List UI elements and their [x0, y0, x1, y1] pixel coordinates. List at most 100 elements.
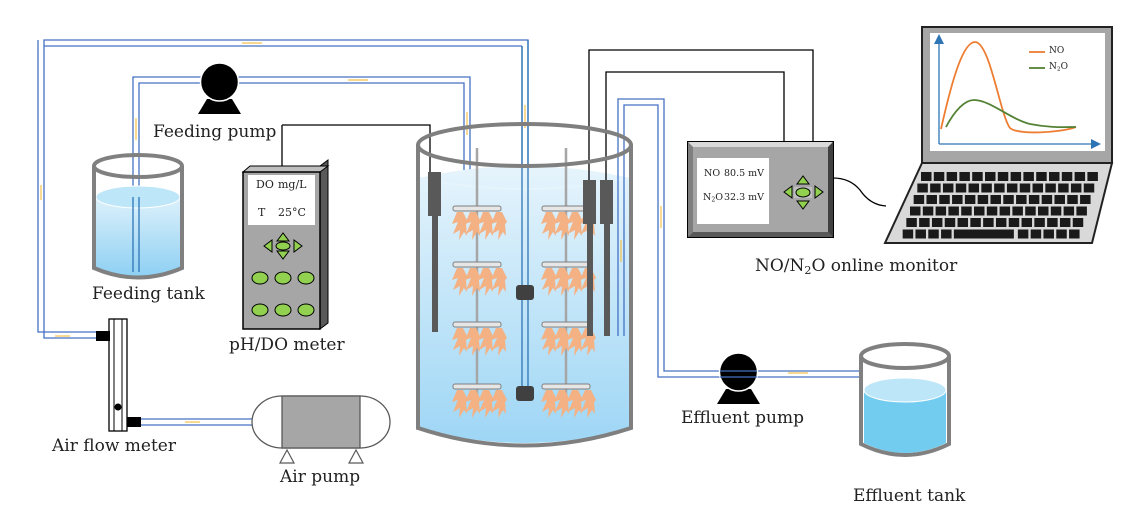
monitor-label: NO/N2O online monitor — [755, 256, 957, 276]
keyboard-key — [906, 218, 917, 227]
keyboard-key — [953, 229, 1014, 239]
keyboard-key — [935, 206, 947, 216]
biofilm-tuft — [478, 268, 494, 296]
legend-label-n2o: N2O — [1049, 62, 1068, 73]
keyboard-key — [1049, 172, 1060, 181]
keyboard-key — [974, 206, 985, 216]
biofilm-tuft — [567, 390, 583, 418]
effluent-tank-label: Effluent tank — [853, 486, 966, 506]
biofilm-tuft — [541, 390, 557, 418]
chart-line-no — [940, 41, 1077, 134]
carrier-plate — [452, 261, 502, 268]
keyboard-key — [1034, 218, 1045, 227]
air-pump-icon — [251, 395, 391, 464]
biofilm-tuft — [567, 212, 583, 240]
biofilm-tuft — [478, 328, 494, 356]
keyboard-key — [942, 183, 954, 193]
keyboard-key — [1059, 218, 1071, 227]
monitor-cables — [588, 49, 814, 180]
n2o-part: O — [715, 192, 724, 203]
keyboard-key — [1045, 183, 1056, 193]
keyboard-key — [968, 183, 980, 193]
keyboard-key — [944, 218, 956, 227]
monitor-label-sub: 2 — [804, 263, 812, 277]
effluent-tank-icon — [859, 342, 951, 457]
keyboard-key — [1067, 195, 1078, 204]
keyboard-key — [921, 172, 932, 181]
keyboard-key — [910, 206, 921, 216]
feeding-pump-label: Feeding pump — [153, 122, 277, 142]
keyboard — [902, 172, 1098, 239]
keyboard-key — [957, 218, 969, 227]
keyboard-key — [1023, 172, 1034, 181]
meter-temp-param: T — [258, 206, 266, 219]
keyboard-key — [1061, 172, 1073, 181]
biofilm-tuft — [541, 328, 557, 356]
feeding-tank-icon — [92, 153, 184, 280]
biofilm-tuft — [452, 268, 468, 296]
reactor-outline — [416, 122, 633, 448]
keyboard-key — [985, 172, 996, 181]
keyboard-key — [1008, 218, 1020, 227]
keyboard-key — [1043, 229, 1054, 239]
keyboard-key — [913, 195, 925, 204]
biofilm-carriers — [452, 205, 596, 418]
laptop-icon — [883, 26, 1114, 244]
feeding-tank-label: Feeding tank — [92, 284, 205, 304]
n2o-part: N — [703, 192, 712, 203]
keyboard-key — [922, 206, 934, 216]
biofilm-tuft — [541, 212, 557, 240]
biofilm-tuft — [465, 212, 481, 240]
keyboard-key — [1087, 172, 1098, 181]
keyboard-key — [1019, 183, 1031, 193]
carrier-plate — [541, 383, 591, 390]
keyboard-key — [1010, 172, 1022, 181]
biofilm-tuft — [478, 212, 494, 240]
keyboard-key — [1050, 206, 1062, 216]
keyboard-key — [1069, 229, 1080, 239]
feeding-pump-icon — [198, 62, 241, 114]
biofilm-tuft — [491, 328, 507, 356]
carrier-plate — [452, 383, 502, 390]
effluent-flow-arrows — [620, 206, 808, 374]
keyboard-key — [995, 218, 1007, 227]
keyboard-key — [1047, 218, 1058, 227]
effluent-pump-icon — [717, 352, 760, 404]
meter-temp-value: 25°C — [278, 206, 306, 219]
keyboard-key — [1074, 172, 1086, 181]
biofilm-tuft — [452, 212, 468, 240]
nav-pad — [263, 232, 303, 260]
biofilm-tuft — [478, 390, 494, 418]
keyboard-key — [1058, 183, 1069, 193]
keyboard-key — [941, 229, 952, 239]
keyboard-key — [1036, 172, 1047, 181]
laptop-chart — [934, 34, 1101, 149]
keyboard-key — [930, 183, 941, 193]
keyboard-key — [1016, 195, 1027, 204]
keyboard-key — [1028, 195, 1040, 204]
chart-y-arrow — [934, 34, 944, 44]
air-pump-pipe — [141, 418, 252, 426]
monitor-label-part: O online monitor — [811, 256, 958, 276]
effluent-pump-label: Effluent pump — [681, 408, 804, 428]
keyboard-key — [1063, 206, 1075, 216]
keyboard-key — [919, 218, 930, 227]
keyboard-key — [1032, 183, 1044, 193]
keyboard-key — [939, 195, 950, 204]
keyboard-key — [1006, 183, 1018, 193]
keyboard-key — [977, 195, 989, 204]
keyboard-key — [1003, 195, 1014, 204]
keyboard-key — [1012, 206, 1023, 216]
biofilm-tuft — [541, 268, 557, 296]
keyboard-key — [961, 206, 972, 216]
keyboard-key — [948, 206, 959, 216]
biofilm-tuft — [567, 268, 583, 296]
n2o-sub: 2 — [711, 196, 716, 204]
carrier-plate — [452, 321, 502, 328]
keyboard-key — [946, 172, 958, 181]
keyboard-key — [1030, 229, 1042, 239]
keyboard-key — [1076, 206, 1087, 216]
biofilm-tuft — [452, 390, 468, 418]
reactor-vessel-icon — [418, 40, 631, 443]
